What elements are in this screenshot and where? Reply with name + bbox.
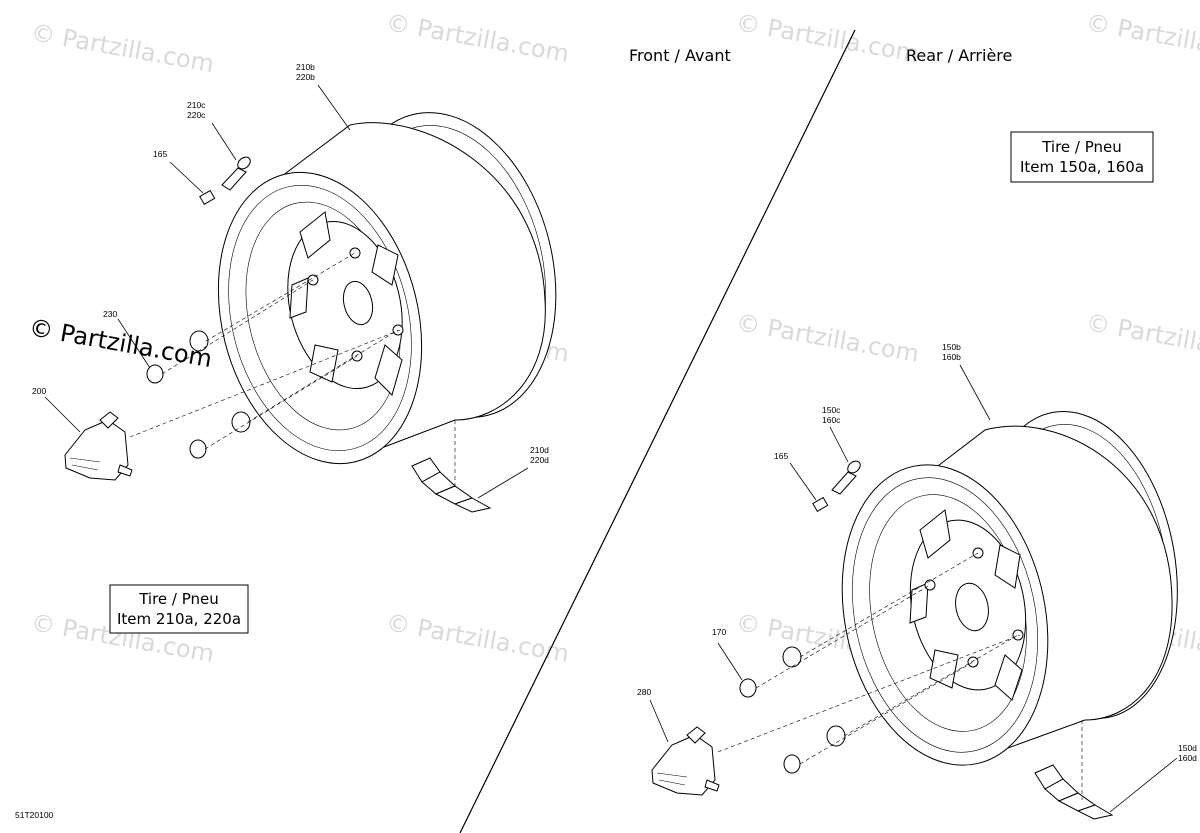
rear-leader-lines (649, 364, 1178, 813)
callout-rear-weight-2: 160d (1178, 753, 1197, 763)
callout-front-hub: 200 (32, 386, 46, 396)
callout-front-rim-2: 220b (296, 72, 315, 82)
front-hub-cap[interactable] (64, 411, 133, 481)
watermark: © Partzilla.com (384, 608, 571, 668)
callout-front-weight-2: 220d (530, 455, 549, 465)
diagram-code: 51T20100 (15, 810, 54, 820)
watermark: © Partzilla.com (1084, 308, 1200, 368)
callout-rear-valve-2: 160c (822, 415, 841, 425)
rear-tire-box: Tire / Pneu Item 150a, 160a (1010, 131, 1154, 183)
callout-front-cap: 165 (153, 149, 167, 159)
rear-hub-cap[interactable] (651, 726, 720, 796)
rear-wheel-rim[interactable] (816, 396, 1200, 785)
watermark: © Partzilla.com (734, 308, 921, 368)
callout-rear-weight-1: 150d (1178, 743, 1197, 753)
rear-tire-line2: Item 150a, 160a (1020, 158, 1144, 176)
rear-valve-stem[interactable] (812, 459, 863, 513)
callout-rear-rim-1: 150b (942, 342, 961, 352)
callout-front-nut: 230 (103, 309, 117, 319)
watermark: © Partzilla.com (734, 8, 921, 68)
callout-rear-rim-2: 160b (942, 352, 961, 362)
front-label: Front / Avant (629, 46, 731, 65)
front-wheel-rim[interactable] (189, 90, 586, 485)
rear-assembly-lines (717, 552, 1083, 800)
front-tire-box: Tire / Pneu Item 210a, 220a (109, 584, 249, 634)
front-assembly-lines (129, 252, 456, 490)
rear-balance-weight[interactable] (1034, 764, 1114, 820)
callout-front-valve-2: 220c (187, 110, 206, 120)
watermark: © Partzilla.com (384, 8, 571, 68)
callout-rear-hub: 280 (637, 687, 651, 697)
callout-rear-nut: 170 (712, 627, 726, 637)
callout-front-weight-1: 210d (530, 445, 549, 455)
front-lug-nuts[interactable] (146, 330, 251, 459)
rear-label: Rear / Arrière (906, 46, 1012, 65)
front-valve-stem[interactable] (199, 155, 253, 206)
watermark: © Partzilla.com (1084, 8, 1200, 68)
front-tire-line2: Item 210a, 220a (117, 610, 241, 628)
front-tire-line1: Tire / Pneu (138, 590, 219, 608)
watermark: © Partzilla.com (29, 18, 216, 78)
section-divider (459, 29, 856, 833)
callout-rear-valve-1: 150c (822, 405, 841, 415)
rear-tire-line1: Tire / Pneu (1041, 138, 1122, 156)
callout-front-rim-1: 210b (296, 62, 315, 72)
front-balance-weight[interactable] (411, 457, 492, 513)
callout-rear-cap: 165 (774, 451, 788, 461)
rear-lug-nuts[interactable] (739, 646, 846, 774)
callout-front-valve-1: 210c (187, 100, 206, 110)
front-leader-lines (44, 84, 529, 499)
